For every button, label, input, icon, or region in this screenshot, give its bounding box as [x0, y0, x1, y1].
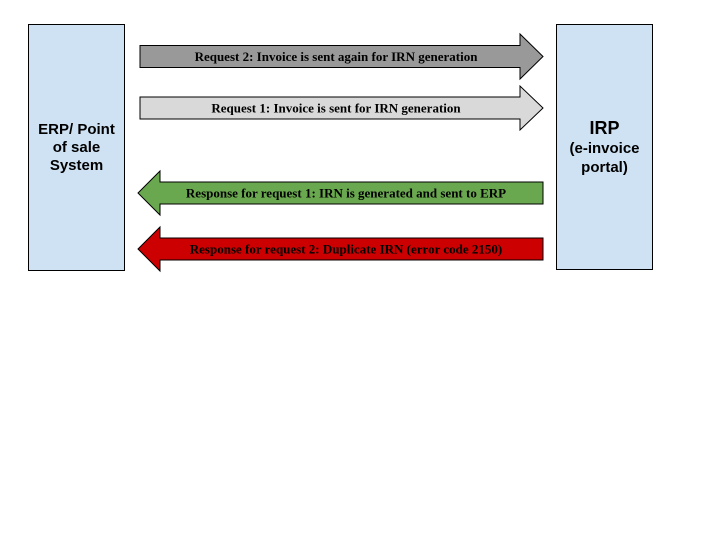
irp-subtitle: (e-invoice portal) [569, 140, 640, 176]
irp-title: IRP [589, 118, 620, 138]
arrow-request-2: Request 2: Invoice is sent again for IRN… [139, 32, 544, 81]
arrow-response-1-label: Response for request 1: IRN is generated… [186, 186, 506, 201]
erp-system-label: ERP/ Point of sale System [38, 120, 115, 174]
irp-portal-box: IRP (e-invoice portal) [556, 24, 653, 270]
arrow-request-2-label: Request 2: Invoice is sent again for IRN… [195, 49, 479, 64]
arrow-response-2: Response for request 2: Duplicate IRN (e… [137, 225, 544, 273]
arrow-request-1: Request 1: Invoice is sent for IRN gener… [139, 84, 544, 132]
arrow-request-1-label: Request 1: Invoice is sent for IRN gener… [211, 101, 461, 116]
arrow-response-2-label: Response for request 2: Duplicate IRN (e… [190, 242, 502, 257]
erp-system-box: ERP/ Point of sale System [28, 24, 125, 271]
arrow-response-1: Response for request 1: IRN is generated… [137, 169, 544, 217]
